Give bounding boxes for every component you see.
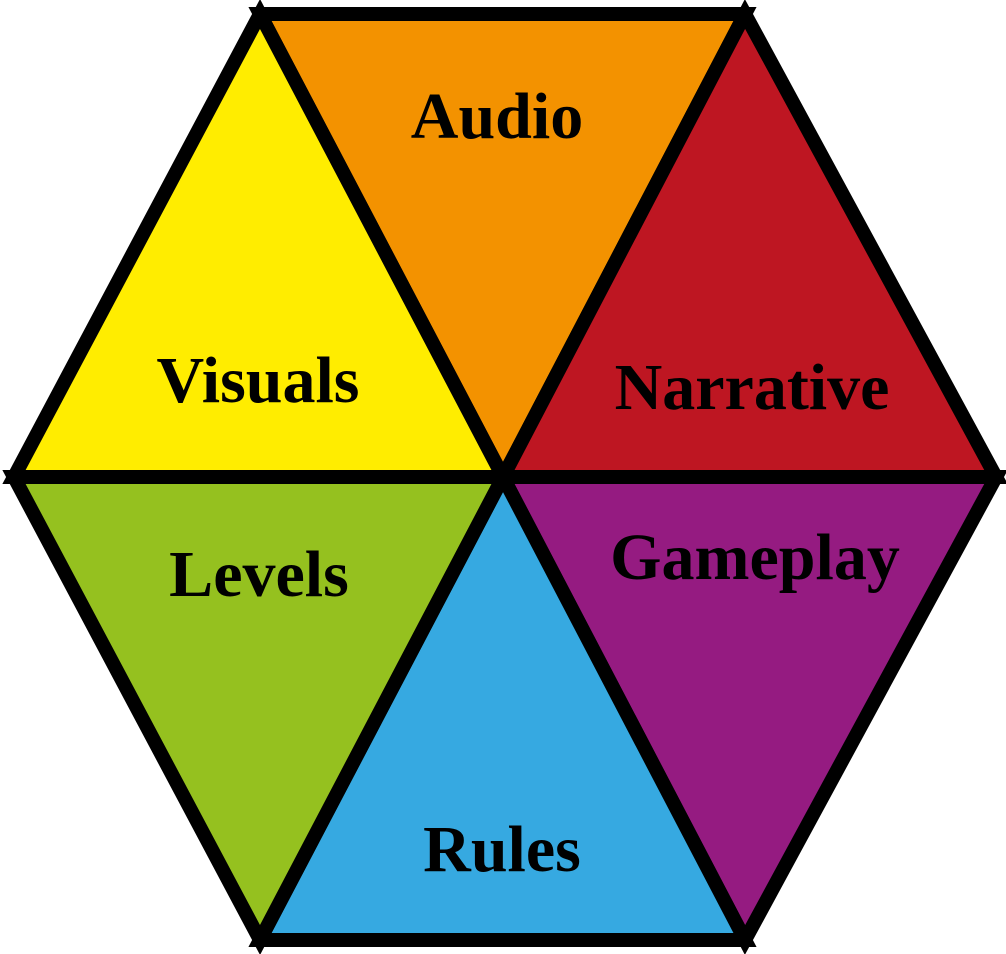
segment-visuals: Visuals [2,0,515,484]
segment-visuals-label: Visuals [157,344,360,417]
segment-narrative-label: Narrative [615,351,890,424]
segment-levels-label: Levels [169,538,349,611]
segment-gameplay-label: Gameplay [610,521,900,594]
segment-gameplay: Gameplay [491,470,1006,954]
segment-visuals-shape [2,0,515,484]
segment-audio-label: Audio [411,80,583,153]
segment-rules-label: Rules [423,813,581,886]
